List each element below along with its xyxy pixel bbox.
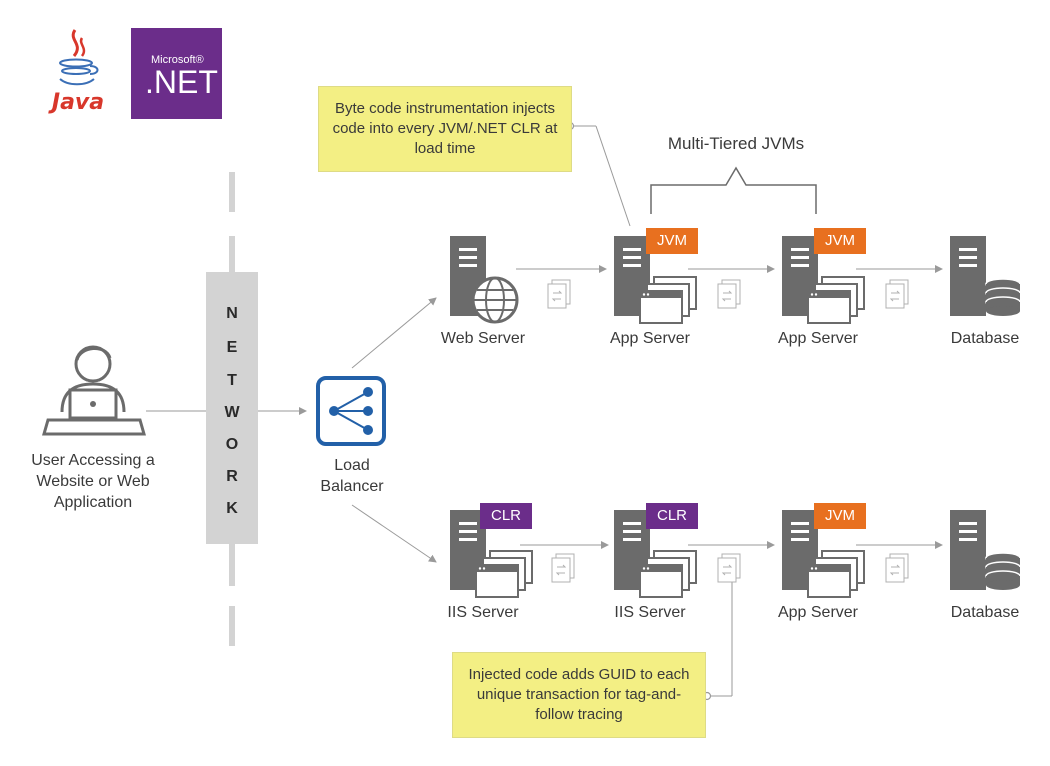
network-letter: T bbox=[227, 372, 237, 389]
top-server-label-1: Web Server bbox=[440, 330, 526, 347]
load-balancer-icon bbox=[316, 376, 386, 446]
bottom-server-label-4: Database bbox=[950, 604, 1020, 621]
network-divider bbox=[206, 172, 258, 646]
group-brace bbox=[650, 166, 817, 214]
bottom-server-label-2: IIS Server bbox=[614, 604, 686, 621]
jvm-badge: JVM bbox=[814, 503, 866, 529]
jvm-badge: JVM bbox=[814, 228, 866, 254]
network-letter: K bbox=[226, 500, 238, 517]
web-server-icon bbox=[450, 236, 519, 324]
transaction-doc-icon bbox=[547, 279, 571, 309]
network-letter: N bbox=[226, 305, 238, 322]
network-letter: E bbox=[226, 339, 238, 356]
dotnet-logo: Microsoft® .NET bbox=[131, 28, 222, 119]
transaction-doc-icon bbox=[717, 279, 741, 309]
connection-lines bbox=[146, 125, 943, 697]
transaction-doc-icon bbox=[885, 279, 909, 309]
top-server-label-2: App Server bbox=[609, 330, 691, 347]
network-letter: O bbox=[225, 436, 239, 453]
java-logo-icon bbox=[59, 29, 99, 86]
note-guid: Injected code adds GUID to each unique t… bbox=[452, 652, 706, 738]
jvm-badge: JVM bbox=[646, 228, 698, 254]
top-server-label-3: App Server bbox=[777, 330, 859, 347]
transaction-doc-icon bbox=[551, 553, 575, 583]
top-server-label-4: Database bbox=[950, 330, 1020, 347]
group-label: Multi-Tiered JVMs bbox=[667, 134, 805, 153]
bottom-server-label-3: App Server bbox=[777, 604, 859, 621]
load-balancer-label: Load Balancer bbox=[320, 457, 384, 495]
clr-badge: CLR bbox=[480, 503, 532, 529]
user-laptop-icon bbox=[42, 345, 146, 436]
network-letter: R bbox=[226, 468, 238, 485]
dotnet-logo-small: Microsoft® bbox=[151, 54, 204, 66]
transaction-doc-icon bbox=[717, 553, 741, 583]
note-instrumentation: Byte code instrumentation injects code i… bbox=[318, 86, 572, 172]
database-icon-top bbox=[950, 236, 1021, 317]
dotnet-logo-big: .NET bbox=[145, 64, 218, 100]
database-icon-bottom bbox=[950, 510, 1021, 591]
network-letter: W bbox=[224, 404, 240, 421]
user-label: User Accessing a Website or Web Applicat… bbox=[31, 452, 155, 511]
java-logo-text: Java bbox=[51, 90, 105, 115]
transaction-doc-icon bbox=[885, 553, 909, 583]
bottom-server-label-1: IIS Server bbox=[447, 604, 519, 621]
clr-badge: CLR bbox=[646, 503, 698, 529]
